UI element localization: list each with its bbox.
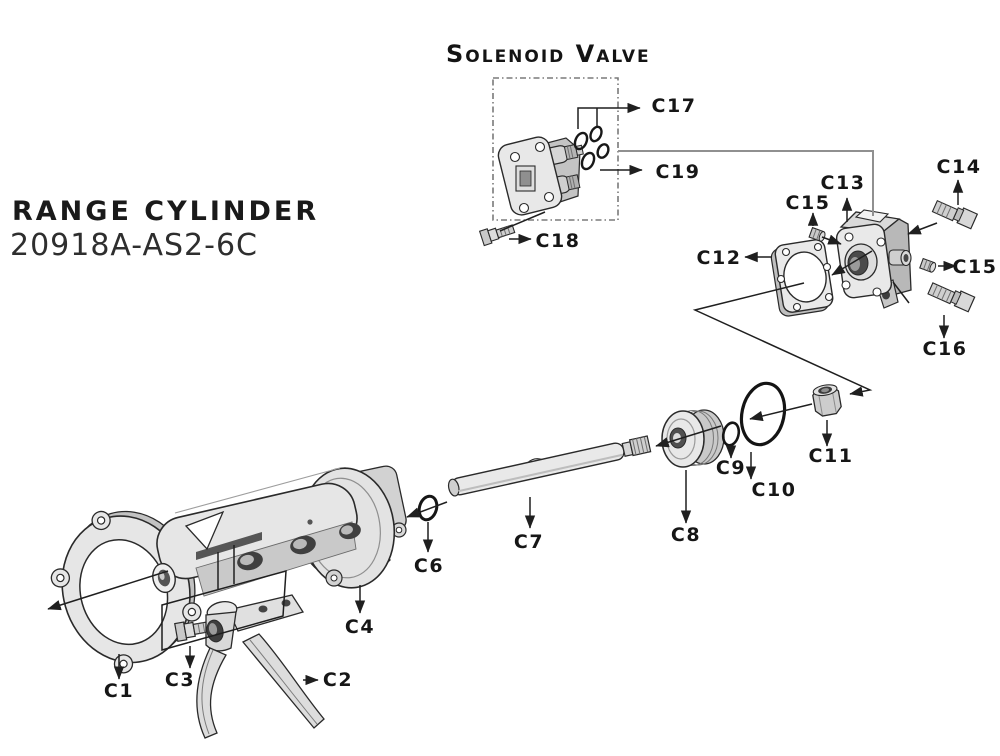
c6-o-ring [417, 494, 439, 522]
solenoid-o-rings [573, 125, 610, 171]
callout-c11-label: C11 [809, 445, 854, 467]
axis-v-line [692, 282, 873, 397]
c6-assembly-arrow [406, 501, 448, 518]
c15a-assembly-arrow [821, 234, 842, 245]
callout-c15-upper-label: C15 [786, 192, 831, 214]
callout-c4-label: C4 [345, 616, 375, 638]
solenoid-dashed-box [492, 77, 619, 221]
c16-axis-line [892, 281, 910, 304]
c2-shift-fork [196, 594, 325, 739]
callout-c19-label: C19 [656, 161, 701, 183]
c14-assembly-arrow [907, 222, 938, 235]
callout-c14-label: C14 [937, 156, 982, 178]
c14-bolt [931, 199, 979, 230]
callout-c10-label: C10 [752, 479, 797, 501]
c13-valve-body [835, 209, 912, 309]
callout-c2-label: C2 [323, 669, 353, 691]
callout-c6-label: C6 [414, 555, 444, 577]
range-cylinder-title: RANGE CYLINDER [12, 196, 320, 227]
c18-axis-line [499, 211, 546, 232]
c11-nut [812, 384, 842, 417]
callout-c17-label: C17 [652, 95, 697, 117]
c15-plug-right [919, 257, 937, 273]
c10-assembly-arrow [749, 403, 813, 422]
callout-c9-label: C9 [716, 457, 746, 479]
leader-lines [47, 102, 964, 686]
solenoid-to-body-connector [618, 150, 874, 216]
part-number: 20918A-AS2-6C [10, 228, 258, 263]
callout-c18-label: C18 [536, 230, 581, 252]
callout-c7-label: C7 [514, 531, 544, 553]
c16-bolt [927, 282, 976, 313]
c17-leader-line [577, 102, 641, 129]
callout-c1-label: C1 [104, 680, 134, 702]
solenoid-valve-part [497, 136, 584, 216]
callout-c15-right-label: C15 [953, 256, 998, 278]
body-to-gasket-arrow [831, 250, 873, 276]
callout-c3-label: C3 [165, 669, 195, 691]
c12-gasket [770, 239, 834, 317]
callout-c13-label: C13 [821, 172, 866, 194]
c15-plug-upper [808, 226, 826, 242]
c18-bolt [478, 224, 516, 247]
solenoid-valve-title: Solenoid Valve [446, 40, 651, 68]
c7-piston-rod [447, 435, 652, 497]
fork-projection-box [161, 569, 287, 651]
callout-c16-label: C16 [923, 338, 968, 360]
main-axis-arrow [47, 570, 169, 611]
c8-piston [661, 409, 725, 468]
callout-c12-label: C12 [697, 247, 742, 269]
c8-assembly-arrow [655, 425, 722, 448]
callout-c8-label: C8 [671, 524, 701, 546]
c4-housing [152, 465, 407, 597]
c10-o-ring [739, 381, 787, 447]
c9-o-ring [721, 421, 741, 447]
